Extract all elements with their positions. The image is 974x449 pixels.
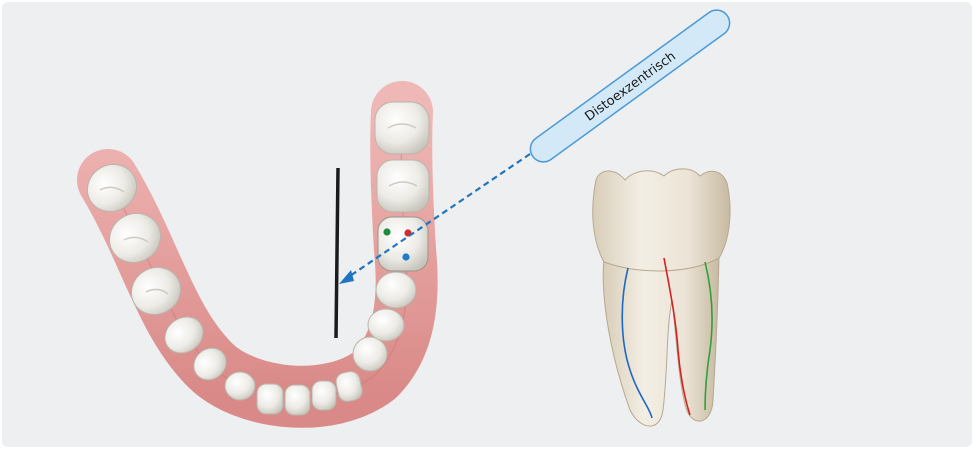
molar-crown: [593, 169, 730, 271]
tooth: [375, 102, 429, 154]
callout-label: Distoexzentrisch: [582, 49, 678, 125]
tooth: [377, 160, 429, 212]
tooth: [353, 337, 387, 371]
tooth: [368, 309, 404, 341]
reference-line: [336, 168, 338, 338]
tooth: [312, 381, 336, 410]
tooth: [257, 384, 283, 414]
callout: Distoexzentrisch: [525, 5, 734, 167]
tooth: [285, 385, 310, 415]
molar-tooth-icon: [593, 169, 730, 426]
canal-dot-green: [383, 228, 390, 235]
molar-roots: [603, 258, 719, 426]
tooth: [225, 372, 255, 400]
tooth-highlighted: [378, 217, 428, 271]
canal-dot-blue: [402, 253, 409, 260]
tooth: [376, 272, 416, 308]
